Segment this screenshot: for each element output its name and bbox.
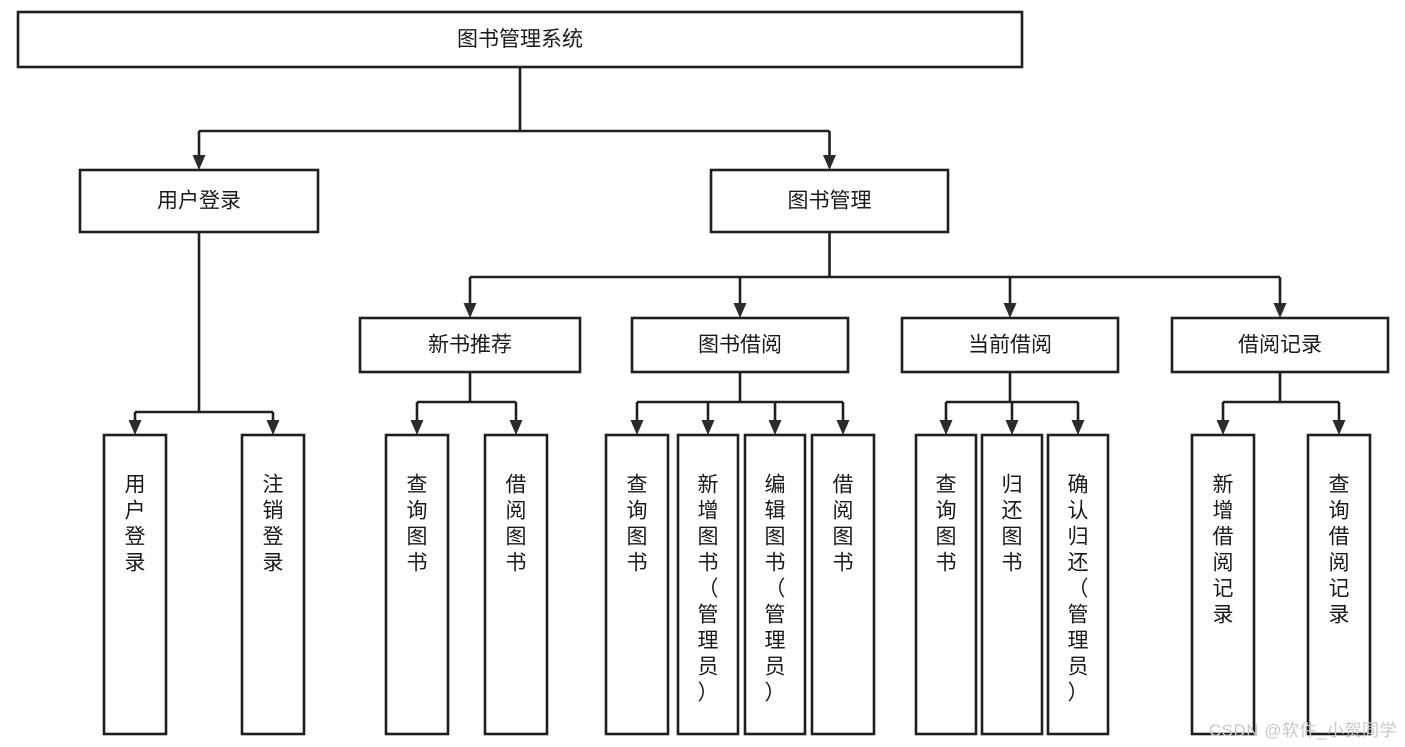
node-label: 图书管理 [788, 190, 872, 213]
node-box [1046, 433, 1110, 736]
node-leaf-borrow-book-rec[interactable]: 借阅图书 [483, 433, 549, 736]
arrow-head-icon [1216, 420, 1230, 435]
connector-group-new-book-recommend [410, 372, 523, 435]
connector-group-book-borrow [630, 372, 850, 435]
arrow-head-icon [1071, 420, 1085, 435]
arrow-head-icon [768, 420, 782, 435]
node-label: 当前借阅 [968, 334, 1052, 357]
node-box [78, 168, 320, 234]
node-box [604, 433, 670, 736]
arrow-head-icon [1332, 420, 1346, 435]
node-box [900, 316, 1120, 374]
node-box [483, 433, 549, 736]
node-box [384, 433, 450, 736]
node-box [980, 433, 1044, 736]
node-book-management[interactable]: 图书管理 [709, 168, 950, 234]
arrow-head-icon [939, 420, 953, 435]
connector-group-user-login [128, 232, 280, 435]
connector-group-root [192, 67, 836, 170]
arrow-head-icon [192, 155, 206, 170]
node-label: 借阅图书 [833, 473, 854, 574]
connector-group-current-borrow [939, 372, 1085, 435]
arrow-head-icon [1273, 303, 1287, 318]
arrow-head-icon [128, 420, 142, 435]
node-borrow-record[interactable]: 借阅记录 [1170, 316, 1390, 374]
node-leaf-edit-book-admin[interactable]: 编辑图书（管理员） [743, 433, 807, 736]
node-label: 借阅记录 [1238, 334, 1322, 357]
node-box [914, 433, 978, 736]
connector-group-borrow-record [1216, 372, 1346, 435]
node-label: 注销登录 [263, 473, 284, 574]
arrow-head-icon [266, 420, 280, 435]
node-book-borrow[interactable]: 图书借阅 [630, 316, 850, 374]
node-label: 编辑图书（管理员） [765, 473, 786, 704]
node-new-book-recommend[interactable]: 新书推荐 [358, 316, 582, 374]
arrow-head-icon [1005, 420, 1019, 435]
arrow-head-icon [410, 420, 424, 435]
node-label: 图书管理系统 [457, 28, 583, 51]
nodes-layer: 图书管理系统用户登录图书管理新书推荐图书借阅当前借阅借阅记录用户登录注销登录查询… [16, 10, 1390, 736]
node-box [1170, 316, 1390, 374]
arrow-head-icon [701, 420, 715, 435]
node-label: 用户登录 [157, 190, 241, 213]
watermark-label: CSDN @软件_小贺同学 [1208, 721, 1397, 740]
arrow-head-icon [733, 303, 747, 318]
arrow-head-icon [823, 155, 836, 170]
node-box [676, 433, 740, 736]
arrow-head-icon [1003, 303, 1017, 318]
edges-layer [128, 67, 1346, 435]
arrow-head-icon [463, 303, 477, 318]
node-box [240, 433, 306, 736]
node-label: 借阅图书 [506, 473, 527, 574]
node-box [709, 168, 950, 234]
node-leaf-query-book-bb[interactable]: 查询图书 [604, 433, 670, 736]
node-label: 查询借阅记录 [1329, 473, 1350, 626]
arrow-head-icon [509, 420, 523, 435]
node-box [102, 433, 168, 736]
node-label: 查询图书 [407, 473, 428, 574]
node-leaf-query-borrow-record[interactable]: 查询借阅记录 [1306, 433, 1372, 736]
node-leaf-add-borrow-record[interactable]: 新增借阅记录 [1190, 433, 1256, 736]
node-leaf-logout[interactable]: 注销登录 [240, 433, 306, 736]
node-leaf-user-login[interactable]: 用户登录 [102, 433, 168, 736]
node-label: 新增借阅记录 [1213, 473, 1234, 626]
node-leaf-return-book[interactable]: 归还图书 [980, 433, 1044, 736]
node-leaf-query-book-rec[interactable]: 查询图书 [384, 433, 450, 736]
arrow-head-icon [836, 420, 850, 435]
node-box [1190, 433, 1256, 736]
node-current-borrow[interactable]: 当前借阅 [900, 316, 1120, 374]
node-label: 确认归还（管理员） [1068, 473, 1089, 704]
node-box [16, 10, 1024, 69]
node-box [743, 433, 807, 736]
node-box [358, 316, 582, 374]
arrow-head-icon [630, 420, 644, 435]
connector-group-book-management [463, 232, 1287, 318]
node-leaf-query-book-cb[interactable]: 查询图书 [914, 433, 978, 736]
node-root[interactable]: 图书管理系统 [16, 10, 1024, 69]
node-label: 新书推荐 [428, 334, 512, 357]
node-box [1306, 433, 1372, 736]
node-leaf-borrow-book-bb[interactable]: 借阅图书 [810, 433, 876, 736]
node-user-login[interactable]: 用户登录 [78, 168, 320, 234]
node-label: 图书借阅 [698, 334, 782, 357]
node-label: 用户登录 [125, 473, 146, 574]
node-box [810, 433, 876, 736]
node-label: 查询图书 [936, 473, 957, 574]
node-label: 新增图书（管理员） [698, 473, 719, 704]
node-leaf-confirm-return-admin[interactable]: 确认归还（管理员） [1046, 433, 1110, 736]
node-label: 查询图书 [627, 473, 648, 574]
node-label: 归还图书 [1002, 473, 1023, 574]
node-leaf-add-book-admin[interactable]: 新增图书（管理员） [676, 433, 740, 736]
node-box [630, 316, 850, 374]
